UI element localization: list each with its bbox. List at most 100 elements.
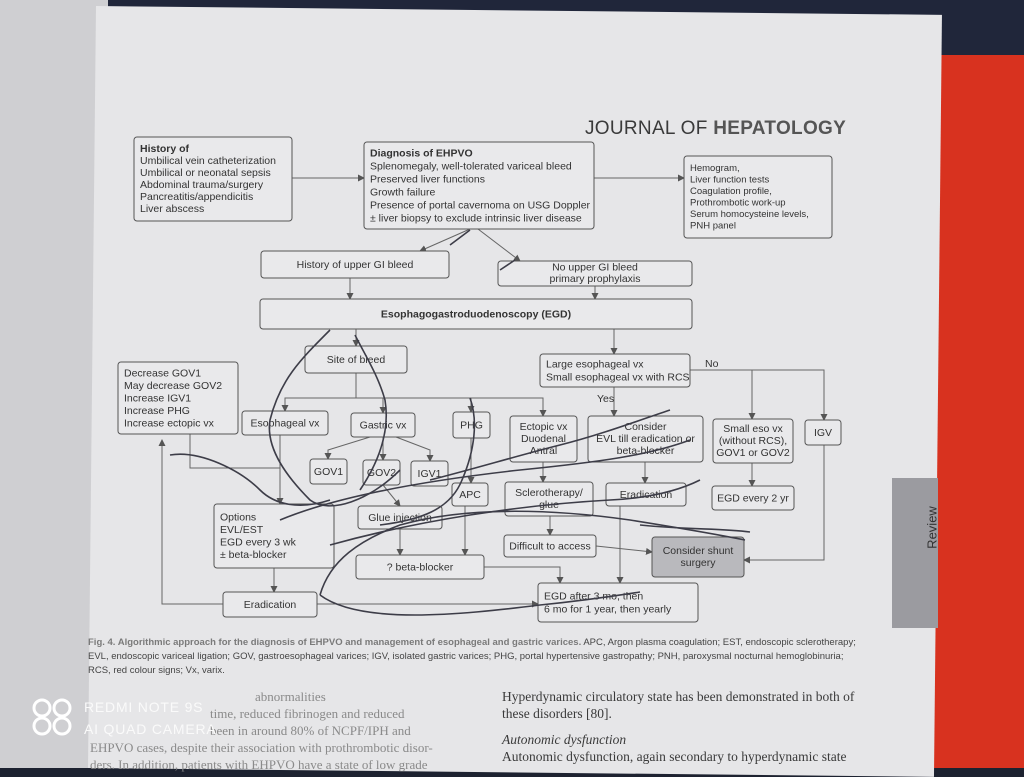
left-line-2: been in around 80% of NCPF/IPH and <box>210 723 411 738</box>
egd-2yr-box-line-0: EGD every 2 yr <box>717 492 789 504</box>
egd-2yr-box: EGD every 2 yr <box>711 485 795 511</box>
egd-3mo-box-frame <box>537 582 699 623</box>
e-igv-shunt <box>743 445 825 564</box>
no-gi-bleed-box-line-0: No upper GI bleed <box>552 262 638 274</box>
e-diff-shunt <box>595 545 653 555</box>
apc-box: APC <box>451 482 489 507</box>
right-subheading: Autonomic dysfunction <box>502 732 627 747</box>
shunt-box-line-1: surgery <box>680 557 716 569</box>
e-diag-gi <box>419 228 471 252</box>
large-vx-box-line-0: Large esophageal vx <box>546 359 644 371</box>
esoph-vx-box: Esophageal vx <box>241 410 329 436</box>
gi-bleed-box: History of upper GI bleed <box>260 250 450 279</box>
watermark-line2: AI QUAD CAMERA <box>84 721 217 737</box>
e-site-gastric <box>356 397 387 414</box>
eradication-right-box-frame <box>605 482 687 507</box>
large-vx-box-line-1: Small esophageal vx with RCS <box>546 372 690 384</box>
tests-box-line-1: Liver function tests <box>690 175 769 186</box>
consider-evl-box-line-0: Consider <box>624 421 667 433</box>
e-site-phg <box>383 397 475 413</box>
right-paragraph: Hyperdynamic circulatory state has been … <box>502 689 855 721</box>
e-gastric-igv1 <box>395 436 434 462</box>
consider-evl-box-line-2: beta-blocker <box>617 445 675 457</box>
decrease-box-line-3: Increase PHG <box>124 405 190 417</box>
gov2-box-line-0: GOV2 <box>367 467 396 479</box>
e-site-ectopic <box>471 397 547 417</box>
tests-box-line-2: Coagulation profile, <box>690 186 772 197</box>
shunt-box-line-0: Consider shunt <box>663 545 734 557</box>
gov1-box-frame <box>309 458 348 485</box>
difficult-box-line-0: Difficult to access <box>509 540 591 552</box>
gov2-box: GOV2 <box>362 459 401 486</box>
e-gastric-gov1 <box>324 436 371 460</box>
no-label: No <box>705 358 719 370</box>
history-box-line-2: Umbilical or neonatal sepsis <box>140 167 271 179</box>
igv1-box-line-0: IGV1 <box>418 468 442 480</box>
history-box-line-5: Liver abscess <box>140 203 204 215</box>
egd-3mo-box-line-1: 6 mo for 1 year, then yearly <box>544 604 672 616</box>
site-box: Site of bleed <box>304 345 408 374</box>
e-diag-nogi <box>477 228 521 262</box>
camera-logo-icon <box>32 698 72 736</box>
options-box-line-2: EGD every 3 wk <box>220 537 297 549</box>
e-decrease-esoph <box>189 434 280 469</box>
diagnosis-box-line-3: Growth failure <box>370 187 436 199</box>
decrease-box-line-1: May decrease GOV2 <box>124 380 222 392</box>
gastric-vx-box: Gastric vx <box>350 412 416 438</box>
no-gi-bleed-box-line-1: primary prophylaxis <box>549 273 640 285</box>
ectopic-box-frame <box>509 415 578 463</box>
history-box-line-3: Abdominal trauma/surgery <box>140 179 264 191</box>
watermark-line1: REDMI NOTE 9S <box>84 699 204 715</box>
igv-box-frame <box>804 419 842 446</box>
gov1-box: GOV1 <box>309 458 348 485</box>
gi-bleed-box-frame <box>260 250 450 279</box>
journal-header: JOURNAL OF HEPATOLOGY <box>585 118 846 140</box>
history-box-frame <box>133 136 293 222</box>
tests-box: Hemogram,Liver function testsCoagulation… <box>683 155 833 239</box>
esoph-vx-box-frame <box>241 410 329 436</box>
eradication-left-box-frame <box>222 591 318 618</box>
ectopic-box-line-0: Ectopic vx <box>520 421 569 433</box>
difficult-box-frame <box>503 534 597 558</box>
left-line-0: abnormalities <box>255 689 326 704</box>
figure-caption: Fig. 4. Algorithmic approach for the dia… <box>88 636 868 678</box>
eradication-left-box: Eradication <box>222 591 318 618</box>
small-eso-box-line-0: Small eso vx <box>723 423 783 435</box>
e-erad-decrease <box>158 439 223 605</box>
phg-box-frame <box>452 411 491 439</box>
diagnosis-box-frame <box>363 141 595 230</box>
apc-box-line-0: APC <box>459 489 481 501</box>
caption-lead: Fig. 4. Algorithmic approach for the dia… <box>88 637 582 648</box>
eradication-left-box-line-0: Eradication <box>244 599 297 611</box>
journal-prefix: JOURNAL OF <box>585 118 714 139</box>
beta-blocker-box-line-0: ? beta-blocker <box>387 561 454 573</box>
egd-3mo-box-line-0: EGD after 3 mo, then <box>544 591 643 603</box>
egd-2yr-box-frame <box>711 485 795 511</box>
body-text-right: Hyperdynamic circulatory state has been … <box>502 688 872 765</box>
egd-box-line-0: Esophagogastroduodenoscopy (EGD) <box>381 308 571 320</box>
options-box-line-1: EVL/EST <box>220 524 264 536</box>
decrease-box-line-4: Increase ectopic vx <box>124 417 215 429</box>
site-box-frame <box>304 345 408 374</box>
egd-box-frame <box>259 298 693 330</box>
diagnosis-box-line-0: Diagnosis of EHPVO <box>370 148 473 160</box>
igv1-box-frame <box>410 460 449 487</box>
left-line-3: EHPVO cases, despite their association w… <box>90 740 433 755</box>
diagnosis-box-line-1: Splenomegaly, well-tolerated variceal bl… <box>370 161 572 173</box>
history-box-line-0: History of <box>140 143 190 155</box>
small-eso-box: Small eso vx(without RCS),GOV1 or GOV2 <box>712 418 794 464</box>
tests-box-line-0: Hemogram, <box>690 163 740 174</box>
apc-box-frame <box>451 482 489 507</box>
consider-evl-box-line-1: EVL till eradication or <box>596 433 695 445</box>
phg-box: PHG <box>452 411 491 439</box>
body-text-left: abnormalities time, reduced fibrinogen a… <box>90 688 470 773</box>
small-eso-box-line-1: (without RCS), <box>719 435 787 447</box>
